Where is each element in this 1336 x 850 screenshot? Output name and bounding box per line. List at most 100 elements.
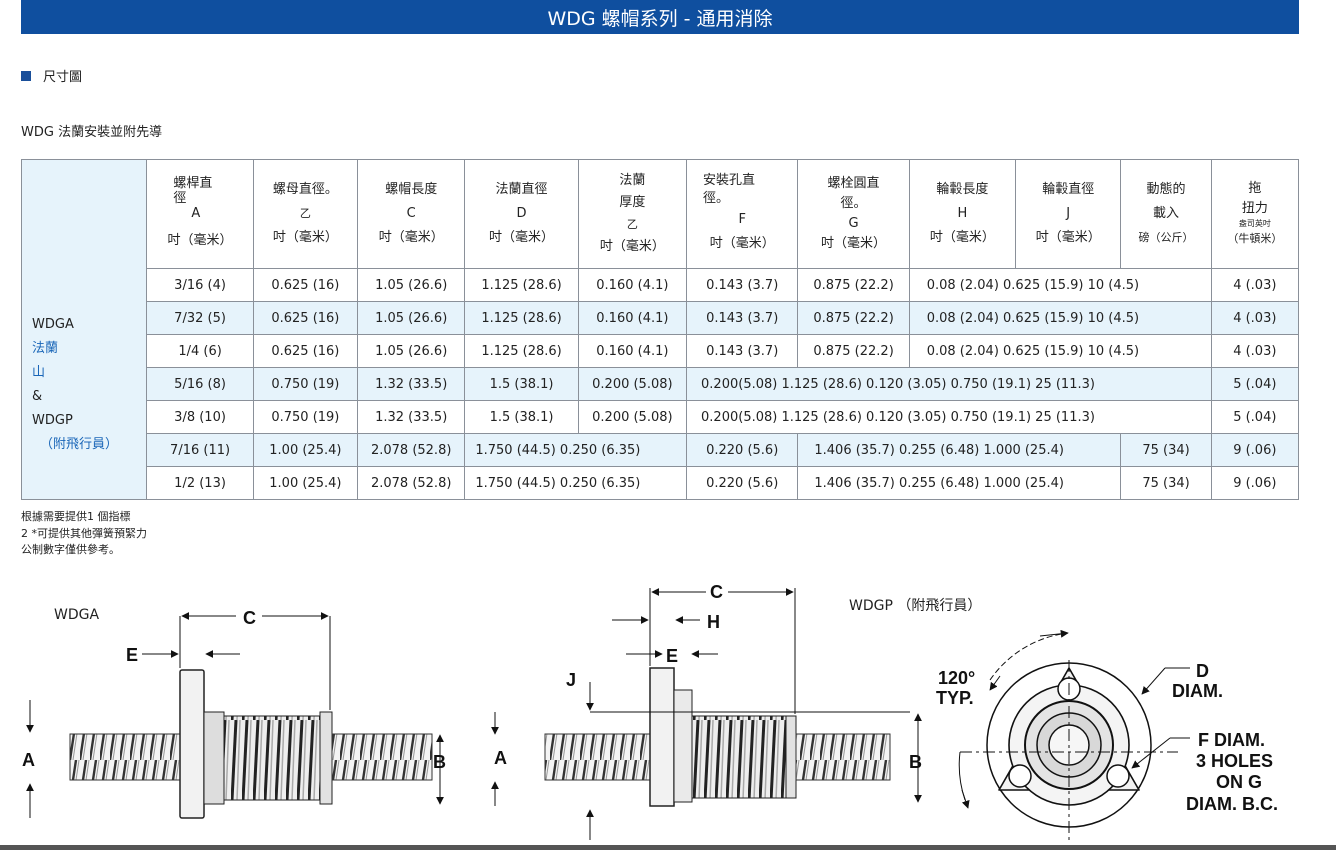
label-mount: 山	[32, 364, 46, 380]
table-row: 3/8 (10) 0.750 (19) 1.32 (33.5) 1.5 (38.…	[22, 400, 1300, 434]
header-g-line1: 螺栓圓直	[827, 176, 880, 191]
header-b-letter: 乙	[299, 207, 311, 220]
dim-f: F DIAM.	[1198, 730, 1265, 750]
label-flange: 法蘭	[32, 340, 59, 356]
cell: 5 (.04)	[1210, 400, 1300, 434]
cell: 75 (34)	[1120, 466, 1212, 500]
header-d-letter: D	[516, 206, 527, 221]
cell: 1.750 (44.5) 0.250 (6.35)	[464, 466, 688, 500]
table-title: WDG 法蘭安裝並附先導	[21, 125, 163, 140]
cell: 0.160 (4.1)	[577, 334, 688, 368]
table-row: 5/16 (8) 0.750 (19) 1.32 (33.5) 1.5 (38.…	[22, 367, 1300, 401]
cell: 7/32 (5)	[146, 301, 254, 335]
cell: 0.160 (4.1)	[577, 268, 688, 302]
label-wdgp: WDGP	[32, 412, 73, 428]
header-torque-unit1: 盎司英吋	[1238, 219, 1271, 228]
header-load-unit: 磅（公斤）	[1138, 231, 1194, 244]
dim-h-mid: H	[707, 612, 720, 632]
cell: 4 (.03)	[1210, 301, 1300, 335]
cell: 0.143 (3.7)	[686, 334, 799, 368]
cell: 1.5 (38.1)	[464, 367, 579, 401]
label-wdga: WDGA	[32, 316, 74, 332]
dim-bc: DIAM. B.C.	[1186, 794, 1278, 814]
cell: 1/4 (6)	[146, 334, 254, 368]
header-e-letter: 乙	[626, 218, 638, 231]
cell: 1.125 (28.6)	[464, 334, 579, 368]
cell: 1.05 (26.6)	[357, 268, 466, 302]
dim-d: D	[1196, 661, 1209, 681]
header-e-line1: 法蘭	[619, 173, 646, 188]
header-a: 螺桿直 徑 A 吋（毫米）	[146, 159, 254, 269]
header-g-line2: 徑。	[840, 196, 867, 211]
wdga-drawing-title: WDGA	[54, 607, 100, 623]
cell: 0.625 (16)	[252, 334, 359, 368]
header-g-unit: 吋（毫米）	[821, 236, 887, 251]
wdga-drawing	[26, 612, 444, 819]
cell: 1.00 (25.4)	[252, 433, 359, 467]
cell: 5 (.04)	[1210, 367, 1300, 401]
header-b: 螺母直徑。 乙 吋（毫米）	[252, 159, 359, 269]
page-banner: WDG 螺帽系列 - 通用消除	[21, 0, 1299, 34]
header-torque-line2: 扭力	[1241, 201, 1268, 216]
dim-120: 120°	[938, 668, 975, 688]
table-header-row: WDGA 法蘭 山 & WDGP （附飛行員） 螺桿直 徑 A 吋（毫米） 螺母…	[20, 159, 1300, 500]
dim-b-left: B	[433, 752, 446, 772]
header-f-letter: F	[738, 212, 746, 227]
header-c-line1: 螺帽長度	[385, 182, 438, 197]
dim-a-mid: A	[494, 748, 507, 768]
header-a-letter: A	[191, 205, 201, 221]
dim-on-g: ON G	[1216, 772, 1262, 792]
cell: 7/16 (11)	[146, 433, 254, 467]
header-g: 螺栓圓直 徑。 G 吋（毫米）	[797, 159, 910, 269]
header-j: 輪轂直徑 J 吋（毫米）	[1015, 159, 1122, 269]
header-a-line1: 螺桿直	[173, 175, 213, 191]
dim-b-mid: B	[909, 752, 922, 772]
dim-a-left: A	[22, 750, 35, 770]
header-b-line1: 螺母直徑。	[272, 182, 338, 197]
banner-title: WDG 螺帽系列 - 通用消除	[547, 7, 773, 30]
cell: 0.625 (16)	[252, 301, 359, 335]
spec-table: WDGA 法蘭 山 & WDGP （附飛行員） 螺桿直 徑 A 吋（毫米） 螺母…	[20, 159, 1300, 500]
cell: 0.143 (3.7)	[686, 301, 799, 335]
header-a-line2: 徑	[173, 190, 187, 206]
cell: 0.750 (19)	[252, 367, 359, 401]
cell: 4 (.03)	[1210, 334, 1300, 368]
bullet-square-icon	[21, 70, 31, 81]
cell: 0.625 (16)	[252, 268, 359, 302]
cell: 1.125 (28.6)	[464, 301, 579, 335]
table-row: 7/16 (11) 1.00 (25.4) 2.078 (52.8) 1.750…	[22, 433, 1300, 467]
wdgp-drawing-title: WDGP （附飛行員）	[849, 598, 982, 614]
header-j-unit: 吋（毫米）	[1035, 230, 1101, 245]
cell: 0.143 (3.7)	[686, 268, 799, 302]
header-a-unit: 吋（毫米）	[167, 232, 233, 248]
header-j-line1: 輪轂直徑	[1042, 182, 1095, 197]
cell: 1/2 (13)	[146, 466, 254, 500]
dim-typ: TYP.	[936, 688, 974, 708]
header-c-unit: 吋（毫米）	[378, 230, 444, 245]
header-e-unit: 吋（毫米）	[599, 239, 665, 254]
header-h-unit: 吋（毫米）	[929, 230, 995, 245]
header-torque-unit2: （牛頓米）	[1227, 232, 1283, 245]
header-d-unit: 吋（毫米）	[489, 230, 555, 245]
table-notes: 根據需要提供1 個指標 2 *可提供其他彈簧預緊力 公制數字僅供參考。	[21, 508, 147, 558]
cell: 9 (.06)	[1210, 433, 1300, 467]
section-heading: 尺寸圖	[21, 66, 82, 85]
header-h-letter: H	[957, 206, 968, 221]
cell: 0.875 (22.2)	[797, 268, 910, 302]
cell: 0.08 (2.04) 0.625 (15.9) 10 (4.5)	[908, 301, 1212, 335]
cell: 0.200(5.08) 1.125 (28.6) 0.120 (3.05) 0.…	[686, 400, 1212, 434]
cell: 1.5 (38.1)	[464, 400, 579, 434]
header-j-letter: J	[1066, 206, 1071, 221]
cell: 75 (34)	[1120, 433, 1212, 467]
cell: 0.200 (5.08)	[577, 367, 688, 401]
dim-j-mid: J	[566, 670, 576, 690]
table-row: 1/2 (13) 1.00 (25.4) 2.078 (52.8) 1.750 …	[22, 466, 1300, 500]
cell: 0.875 (22.2)	[797, 301, 910, 335]
header-d: 法蘭直徑 D 吋（毫米）	[464, 159, 579, 269]
header-h: 輪轂長度 H 吋（毫米）	[908, 159, 1017, 269]
header-load-line2: 載入	[1153, 206, 1180, 221]
cell: 1.125 (28.6)	[464, 268, 579, 302]
header-b-unit: 吋（毫米）	[272, 230, 338, 245]
header-f-line1: 安裝孔直	[703, 173, 756, 188]
cell: 1.32 (33.5)	[357, 400, 466, 434]
